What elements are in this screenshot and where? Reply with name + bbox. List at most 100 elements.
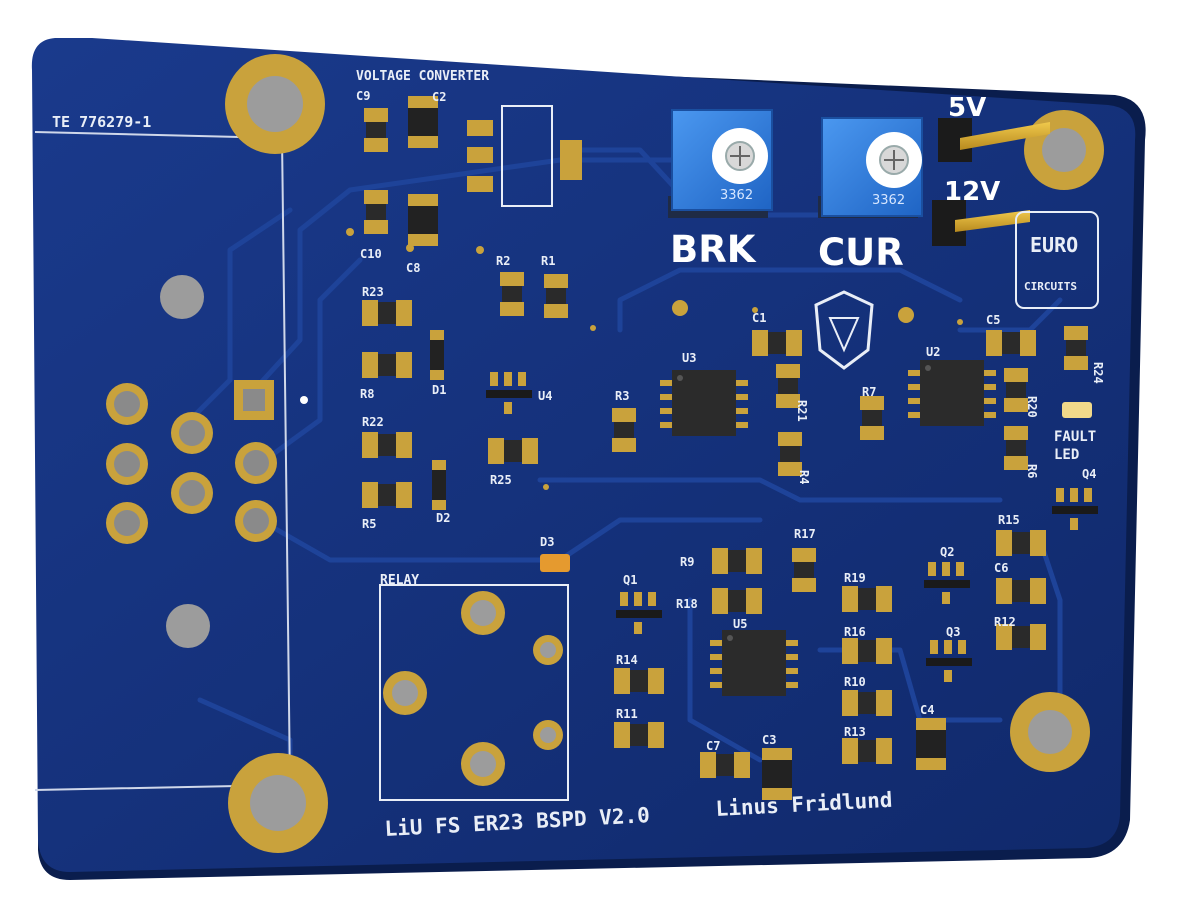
component-r11 [614, 722, 664, 748]
designator-r2: R2 [496, 254, 510, 268]
eurocircuits-logo: EURO CIRCUITS [1015, 211, 1099, 309]
designator-d1: D1 [432, 383, 446, 397]
component-r2 [500, 272, 524, 316]
component-r6 [1004, 426, 1028, 470]
designator-r7: R7 [862, 385, 876, 399]
designator-r19: R19 [844, 571, 866, 585]
component-r24 [1064, 326, 1088, 370]
fault-led [1062, 402, 1092, 418]
designator-c7: C7 [706, 739, 720, 753]
component-r7 [860, 396, 884, 440]
component-u5 [710, 630, 798, 696]
designator-r24: R24 [1091, 362, 1105, 384]
potentiometer-brk: 3362 [668, 109, 773, 218]
component-r16 [842, 638, 892, 664]
relay-pins [383, 591, 563, 786]
component-r21 [776, 364, 800, 408]
voltage-regulator-pads [467, 120, 582, 192]
component-u3 [660, 370, 748, 436]
pin-header-5v [938, 118, 1050, 162]
designator-r8: R8 [360, 387, 374, 401]
designator-c6: C6 [994, 561, 1008, 575]
led-d3 [540, 554, 570, 572]
designator-c3: C3 [762, 733, 776, 747]
component-r22 [362, 432, 412, 458]
component-c7 [700, 752, 750, 778]
designator-u3: U3 [682, 351, 696, 365]
voltage-regulator-outline [501, 105, 553, 207]
pcb-substrate [31, 38, 1136, 872]
component-r1 [544, 274, 568, 318]
component-r15 [996, 530, 1046, 556]
pot-label-brk: BRK [670, 228, 757, 271]
component-r19 [842, 586, 892, 612]
designator-r14: R14 [616, 653, 638, 667]
component-r20 [1004, 368, 1028, 412]
designator-r1: R1 [541, 254, 555, 268]
svg-text:3362: 3362 [720, 188, 753, 203]
designator-c1: C1 [752, 311, 766, 325]
svg-text:EURO: EURO [1030, 233, 1078, 257]
component-r12 [996, 624, 1046, 650]
component-r4 [778, 432, 802, 476]
designator-q2: Q2 [940, 545, 954, 559]
component-q4 [1052, 488, 1098, 530]
designator-c4: C4 [920, 703, 934, 717]
svg-text:3362: 3362 [872, 193, 905, 208]
designator-r20: R20 [1025, 396, 1039, 418]
smd-components [362, 96, 1098, 800]
designator-r9: R9 [680, 555, 694, 569]
component-q3 [926, 640, 972, 682]
pin-header-12v [932, 200, 1030, 246]
potentiometer-cur: 3362 [818, 117, 923, 218]
designator-c2: C2 [432, 90, 446, 104]
component-r23 [362, 300, 412, 326]
designator-c10: C10 [360, 247, 382, 261]
designator-r16: R16 [844, 625, 866, 639]
designator-r12: R12 [994, 615, 1016, 629]
component-c2 [408, 96, 438, 148]
fiducials [346, 228, 963, 490]
component-r10 [842, 690, 892, 716]
component-u2 [908, 360, 996, 426]
fault-led-label: FAULT [1054, 429, 1096, 445]
designator-q3: Q3 [946, 625, 960, 639]
component-c1 [752, 330, 802, 356]
designator-d2: D2 [436, 511, 450, 525]
designator-r5: R5 [362, 517, 376, 531]
designator-u2: U2 [926, 345, 940, 359]
designator-c9: C9 [356, 89, 370, 103]
component-d2 [432, 460, 446, 510]
team-logo-icon [814, 290, 874, 370]
component-c4 [916, 718, 946, 770]
label-5v: 5V [948, 93, 986, 123]
component-r9 [712, 548, 762, 574]
pot-label-cur: CUR [818, 231, 904, 274]
designator-c5: C5 [986, 313, 1000, 327]
component-q1 [616, 592, 662, 634]
label-12v: 12V [944, 177, 1000, 207]
component-r18 [712, 588, 762, 614]
component-r3 [612, 408, 636, 452]
component-u4 [486, 372, 532, 414]
designator-r18: R18 [676, 597, 698, 611]
component-c5 [986, 330, 1036, 356]
relay-outline [379, 584, 569, 801]
designator-r10: R10 [844, 675, 866, 689]
designator-r21: R21 [795, 400, 809, 422]
designator-r15: R15 [998, 513, 1020, 527]
designator-r11: R11 [616, 707, 638, 721]
designator-r17: R17 [794, 527, 816, 541]
component-r25 [488, 438, 538, 464]
designator-q1: Q1 [623, 573, 637, 587]
designator-r25: R25 [490, 473, 512, 487]
component-r5 [362, 482, 412, 508]
designator-r3: R3 [615, 389, 629, 403]
component-d1 [430, 330, 444, 380]
connector-pins [106, 275, 308, 648]
designator-c8: C8 [406, 261, 420, 275]
component-c9 [364, 108, 388, 152]
designator-u5: U5 [733, 617, 747, 631]
designator-r23: R23 [362, 285, 384, 299]
